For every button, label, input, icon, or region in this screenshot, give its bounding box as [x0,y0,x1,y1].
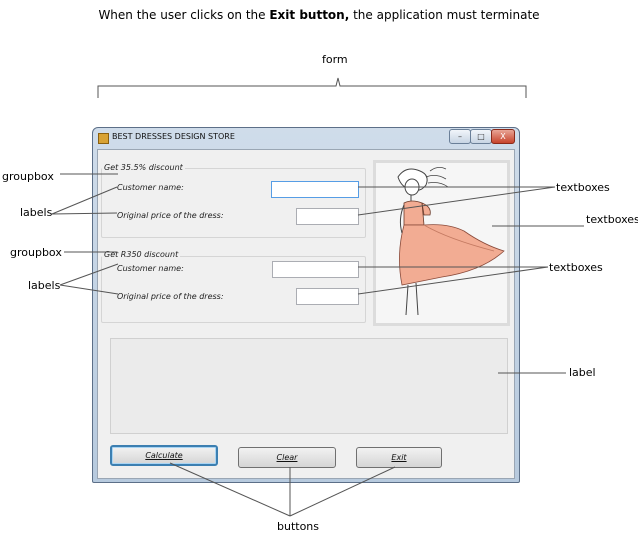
exit-button[interactable]: Exit [356,447,442,468]
group2-customer-name-input[interactable] [272,261,359,278]
form-client-area: Get 35.5% discount Customer name: Origin… [97,149,515,479]
groupbox-annotation-1: groupbox [2,170,54,183]
title-bar[interactable]: BEST DRESSES DESIGN STORE – □ X [93,128,519,148]
group1-customer-name-input[interactable] [271,181,359,198]
calculate-button[interactable]: Calculate [110,445,218,466]
clear-button[interactable]: Clear [238,447,336,468]
instruction-text: When the user clicks on the Exit button,… [0,8,638,22]
groupbox-35-discount-title: Get 35.5% discount [102,163,185,172]
textboxes-annotation-picture: textboxes [586,213,638,226]
dress-picture-box [373,160,510,326]
minimize-button[interactable]: – [449,129,471,144]
dress-illustration [397,167,505,316]
clear-button-label: Clear [276,453,298,462]
calculate-button-label: Calculate [145,451,183,460]
group1-price-label: Original price of the dress: [117,211,224,220]
maximize-button[interactable]: □ [470,129,492,144]
exit-button-label: Exit [391,453,407,462]
labels-annotation-1: labels [20,206,53,219]
labels-annotation-2: labels [28,279,61,292]
output-label [110,338,508,434]
group1-price-input[interactable] [296,208,359,225]
app-icon [98,133,109,144]
groupbox-35-discount [101,168,366,238]
label-annotation: label [569,366,596,379]
form-annotation: form [322,53,348,66]
instruction-prefix: When the user clicks on the [98,8,270,22]
textboxes-annotation-1: textboxes [556,181,610,194]
group2-price-input[interactable] [296,288,359,305]
groupbox-annotation-2: groupbox [10,246,62,259]
group1-customer-label: Customer name: [117,183,184,192]
close-button[interactable]: X [491,129,515,144]
window-title: BEST DRESSES DESIGN STORE [112,132,235,141]
textboxes-annotation-2: textboxes [549,261,603,274]
group2-price-label: Original price of the dress: [117,292,224,301]
buttons-annotation: buttons [277,520,320,533]
form-bracket [97,77,527,98]
instruction-bold: Exit button, [269,8,350,22]
instruction-suffix: the application must terminate [349,8,540,22]
groupbox-r350-discount-title: Get R350 discount [102,250,181,259]
group2-customer-label: Customer name: [117,264,184,273]
form-window: BEST DRESSES DESIGN STORE – □ X Get 35.5… [92,127,520,483]
